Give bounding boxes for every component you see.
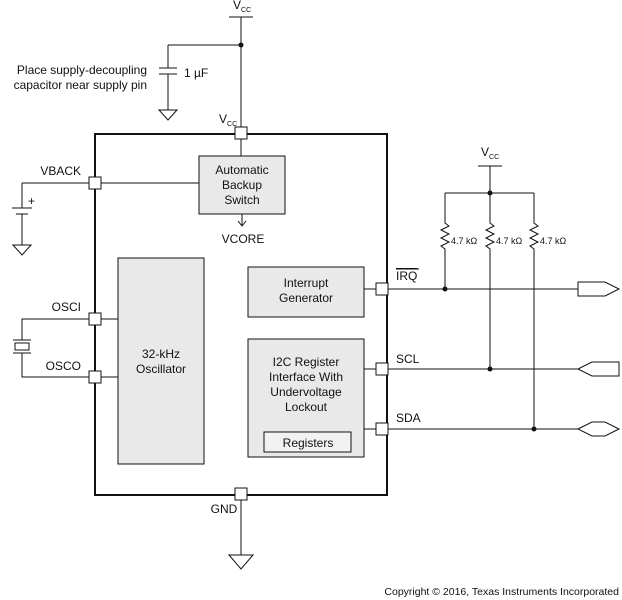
registers-label: Registers [283,436,334,450]
irq-label: IRQ [396,269,417,283]
pullup-resistor-sda [528,193,540,429]
vcc-pin [234,126,248,140]
pullup-resistor-irq [439,193,451,289]
gnd-ground-icon [227,554,255,570]
copyright-notice: Copyright © 2016, Texas Instruments Inco… [384,586,619,598]
irq-output-arrow-icon [577,281,621,297]
scl-pin [375,362,389,376]
irq-pin [375,282,389,296]
battery-plus-label: + [28,194,35,208]
i2c-line2: Interface With [269,370,343,384]
sda-label: SDA [396,411,421,425]
pullup-value-irq: 4.7 kΩ [451,236,478,246]
sda-junction-dot [531,426,537,432]
i2c-line3: Undervoltage [270,385,342,399]
top-vcc-supply: VCC 1 µF Place supply-decoupling capacit… [14,0,253,127]
irq-junction-dot [442,286,448,292]
vcore-arrow-icon [237,220,247,227]
decoupling-note-line2: capacitor near supply pin [14,78,147,92]
gnd-label: GND [211,502,238,516]
i2c-line4: Lockout [285,400,328,414]
osci-pin [88,312,102,326]
gnd-pin [234,487,248,501]
vcore-label: VCORE [222,232,265,246]
scl-junction-dot [487,366,493,372]
crystal-icon [14,342,30,351]
vcc-top-label: VCC [233,0,251,14]
vback-label: VBACK [40,164,81,178]
sda-bidirectional-arrow-icon [576,421,621,437]
interrupt-line2: Generator [279,291,333,305]
scl-input-arrow-icon [576,361,620,377]
pullup-value-scl: 4.7 kΩ [496,236,523,246]
registers-block [263,431,352,453]
backup-switch-line1: Automatic [215,163,268,177]
sda-pin [375,422,389,436]
pullup-value-sda: 4.7 kΩ [540,236,567,246]
battery-ground-icon [11,244,33,256]
backup-switch-line2: Backup [222,178,262,192]
chip-vcc-label: VCC [219,112,237,128]
pullup-resistor-scl [484,193,496,369]
vback-pin [88,176,102,190]
pullup-vcc-label: VCC [481,145,499,161]
interrupt-line1: Interrupt [284,276,329,290]
osco-label: OSCO [46,359,81,373]
crystal-wire-bottom [21,353,89,378]
pullup-network: VCC 4.7 kΩ 4.7 kΩ 4.7 kΩ [388,145,621,437]
backup-switch-line3: Switch [224,193,259,207]
osci-label: OSCI [52,300,81,314]
backup-switch-block [198,155,286,215]
interrupt-generator-block [247,266,365,318]
oscillator-line2: Oscillator [136,362,186,376]
cap-ground-icon [157,109,179,121]
decoupling-note-line1: Place supply-decoupling [17,63,147,77]
crystal-wire-top [21,318,89,340]
cap-value-label: 1 µF [184,66,208,80]
scl-label: SCL [396,352,420,366]
oscillator-block [117,257,205,465]
i2c-line1: I2C Register [273,355,340,369]
oscillator-line1: 32-kHz [142,347,180,361]
osco-pin [88,370,102,384]
